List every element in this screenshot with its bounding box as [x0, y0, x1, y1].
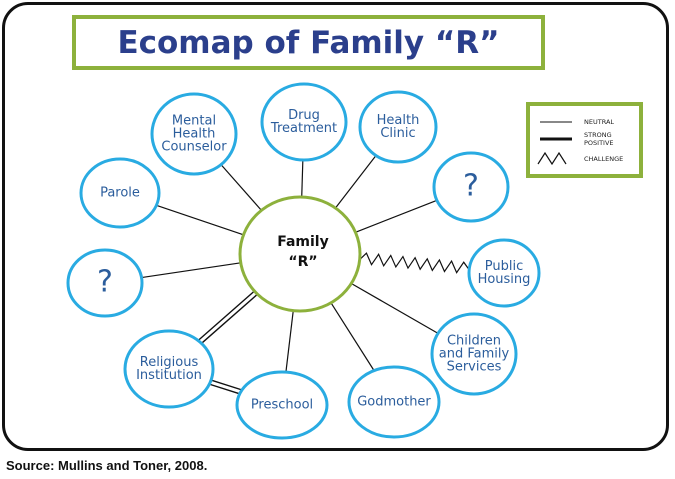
legend-challenge-label: CHALLENGE	[584, 155, 623, 163]
node-label-godmother: Godmother	[357, 395, 431, 410]
node-label-godmother-line: Godmother	[357, 395, 431, 410]
legend-neutral-label: NEUTRAL	[584, 118, 614, 126]
node-label-unknown-right-line: ?	[463, 169, 479, 204]
node-unknown-left	[66, 248, 144, 318]
node-label-public-housing-line: Housing	[478, 272, 531, 287]
node-label-unknown-right: ?	[463, 169, 479, 204]
center-node-label-line: Family	[277, 234, 329, 250]
link-religious-institution-preschool	[209, 379, 242, 395]
node-label-public-housing-line: Public	[485, 259, 523, 274]
center-node-label-line: “R”	[288, 254, 317, 270]
node-label-unknown-left-line: ?	[97, 265, 113, 300]
legend-challenge-sample	[537, 151, 567, 166]
link-children-and-family-services	[351, 282, 439, 334]
title-box: Ecomap of Family “R”	[72, 15, 545, 70]
legend-strong-positive-label-line: POSITIVE	[584, 139, 614, 147]
legend-strong-positive-label-line: STRONG	[584, 131, 612, 139]
node-unknown-right	[432, 151, 510, 223]
link-religious-institution-preschool-stroke-b	[210, 379, 242, 391]
node-label-children-and-family-services-line: Services	[447, 360, 502, 375]
center-node-family-r	[238, 195, 362, 313]
link-health-clinic	[334, 155, 377, 209]
node-label-health-clinic-line: Health	[377, 113, 420, 128]
link-religious-institution-stroke-a	[197, 290, 255, 341]
node-label-unknown-left: ?	[97, 265, 113, 300]
node-label-children-and-family-services-line: and Family	[439, 347, 510, 362]
link-religious-institution-stroke-b	[200, 293, 258, 345]
node-label-mental-health-counselor-line: Health	[173, 127, 216, 142]
node-health-clinic	[358, 90, 438, 164]
legend-neutral-label-line: NEUTRAL	[584, 118, 614, 126]
node-public-housing	[467, 238, 541, 308]
link-preschool	[285, 310, 294, 373]
source-citation: Source: Mullins and Toner, 2008.	[6, 458, 208, 473]
node-label-drug-treatment-line: Drug	[288, 108, 320, 123]
node-parole	[79, 157, 161, 229]
node-preschool	[235, 370, 329, 440]
node-label-religious-institution-line: Religious	[140, 355, 199, 370]
node-label-mental-health-counselor-line: Mental	[172, 114, 216, 129]
node-religious-institution	[123, 329, 215, 409]
diagram-title: Ecomap of Family “R”	[117, 24, 500, 61]
node-label-preschool: Preschool	[251, 398, 313, 413]
link-mental-health-counselor	[220, 164, 262, 211]
link-drug-treatment	[301, 159, 304, 198]
link-public-housing	[359, 252, 470, 274]
node-label-parole-line: Parole	[100, 186, 140, 201]
node-label-mental-health-counselor-line: Counselor	[161, 140, 227, 155]
center-node-label: Family “R”	[277, 234, 329, 270]
node-label-preschool-line: Preschool	[251, 398, 313, 413]
node-label-children-and-family-services-line: Children	[447, 334, 501, 349]
link-religious-institution-preschool-stroke-a	[209, 383, 241, 395]
legend-challenge-label-line: CHALLENGE	[584, 155, 623, 163]
node-label-drug-treatment-line: Treatment	[270, 121, 337, 136]
link-godmother	[330, 302, 375, 371]
node-drug-treatment	[260, 82, 348, 162]
node-label-health-clinic-line: Clinic	[380, 126, 415, 141]
link-religious-institution	[197, 290, 258, 345]
node-mental-health-counselor	[150, 92, 238, 176]
link-unknown-left	[141, 262, 241, 279]
node-label-religious-institution-line: Institution	[136, 368, 202, 383]
node-godmother	[347, 365, 441, 439]
link-parole	[156, 204, 244, 236]
node-label-parole: Parole	[100, 186, 140, 201]
link-unknown-right	[355, 199, 438, 233]
node-children-and-family-services	[430, 312, 518, 396]
connection-lines	[141, 155, 470, 395]
